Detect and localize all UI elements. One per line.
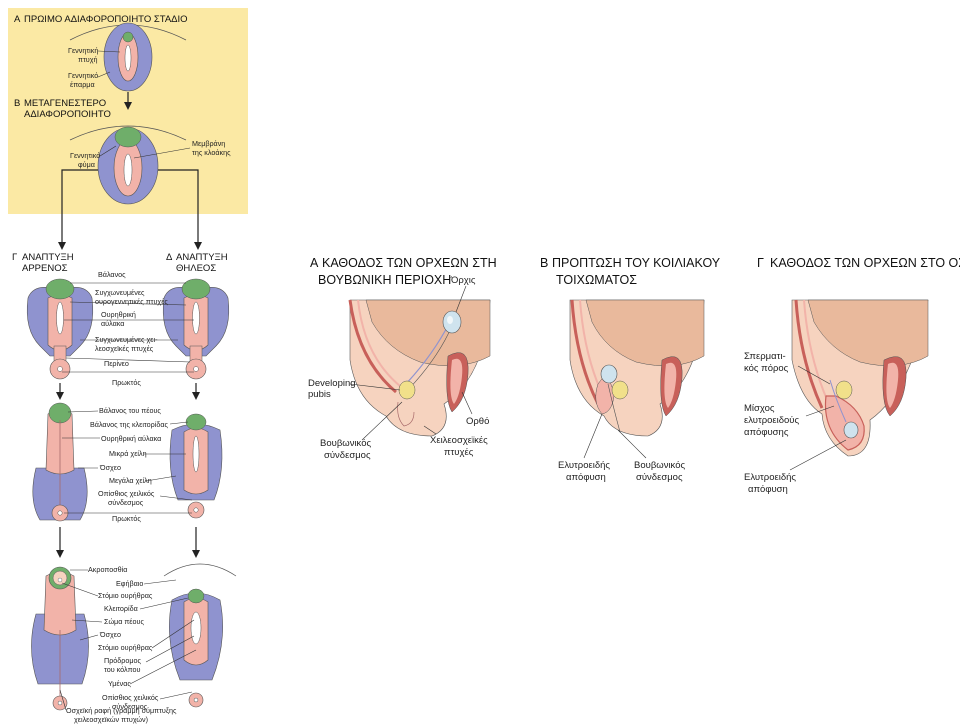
- row3-label-4: Σώμα πέους: [104, 617, 144, 626]
- row3-label-11: σύνδεσμος: [112, 702, 148, 711]
- panel-c-vaginal-label-1: Ελυτροειδής: [744, 472, 796, 483]
- panel-a-labioscrotal-label-1: Χειλεοσχεϊκές: [430, 435, 488, 446]
- row2-label-0: Βάλανος του πέους: [99, 406, 161, 415]
- panel-c-figure: [791, 299, 929, 457]
- row3-labels: Ακροποσθία Εφήβαιο Στόμιο ουρήθρας Κλειτ…: [59, 565, 197, 724]
- row2-label-1: Βάλανος της κλειτορίδας: [90, 420, 169, 429]
- row2-label-7: σύνδεσμος: [108, 498, 144, 507]
- female-heading-letter: Δ: [166, 252, 173, 263]
- row1-label-3: Ουρηθρική: [101, 310, 136, 319]
- stage-a-letter: Α: [14, 14, 21, 25]
- panel-b-title-2: ΤΟΙΧΩΜΑΤΟΣ: [556, 273, 637, 287]
- row1-label-4: αύλακα: [101, 319, 124, 328]
- male-heading-letter: Γ: [12, 252, 17, 263]
- stage-a-figure: [69, 22, 187, 92]
- panel-a-title-1: ΚΑΘΟΔΟΣ ΤΩΝ ΟΡΧΕΩΝ ΣΤΗ: [322, 256, 497, 270]
- female-row3-figure: [163, 563, 237, 708]
- panel-b-vaginal-label-1: Ελυτροειδής: [558, 460, 610, 471]
- tubercle-label-2: φύμα: [78, 160, 95, 169]
- panel-c-stalk-label-2: ελυτροειδούς: [744, 415, 800, 426]
- stage-b-figure: [69, 125, 187, 205]
- panel-a-rectum-label: Ορθό: [466, 416, 489, 427]
- row1-label-5: Συγχωνευμένες χει-: [95, 335, 158, 344]
- row3-label-10: Οπίσθιος χειλικός: [102, 693, 159, 702]
- male-heading-1: ΑΝΑΠΤΥΞΗ: [22, 252, 74, 263]
- row3-label-2: Στόμιο ουρήθρας: [98, 591, 153, 600]
- stage-a-heading: ΠΡΩΙΜΟ ΑΔΙΑΦΟΡΟΠΟΙΗΤΟ ΣΤΑΔΙΟ: [24, 14, 188, 25]
- stage-b-heading-1: ΜΕΤΑΓΕΝΕΣΤΕΡΟ: [24, 98, 106, 109]
- genital-fold-label-2: πτυχή: [78, 55, 98, 64]
- panel-b-title-1: ΠΡΟΠΤΩΣΗ ΤΟΥ ΚΟΙΛΙΑΚΟΥ: [552, 256, 721, 270]
- row3-label-7: Πρόδρομος: [104, 656, 142, 665]
- row2-label-5: Μεγάλα χείλη: [109, 476, 152, 485]
- female-heading-1: ΑΝΑΠΤΥΞΗ: [176, 252, 228, 263]
- row2-label-6: Οπίσθιος χειλικός: [98, 489, 155, 498]
- panel-a-gubernaculum-label-1: Βουβωνικός: [320, 438, 371, 449]
- row2-label-4: Όσχεο: [99, 463, 121, 472]
- row3-label-9: Υμένας: [108, 679, 131, 688]
- panel-a-figure: [348, 299, 491, 437]
- panel-b-vaginal-label-2: απόφυση: [566, 472, 606, 483]
- panel-b-figure: [569, 299, 705, 437]
- female-row1-figure: [162, 278, 230, 380]
- row3-label-5: Όσχεο: [99, 630, 121, 639]
- panel-b-gubernaculum-label-2: σύνδεσμος: [636, 472, 683, 483]
- row1-label-7: Περίνεο: [104, 359, 129, 368]
- panel-c-stalk-label-3: απόφυσης: [744, 427, 789, 438]
- panel-a-title-2: ΒΟΥΒΩΝΙΚΗ ΠΕΡΙΟΧΗ: [318, 273, 451, 287]
- panel-b-gubernaculum-label-1: Βουβωνικός: [634, 460, 685, 471]
- female-heading-2: ΘΗΛΕΟΣ: [176, 263, 216, 274]
- row2-label-2: Ουρηθρική αύλακα: [101, 434, 161, 443]
- stage-b-heading-2: ΑΔΙΑΦΟΡΟΠΟΙΗΤΟ: [24, 109, 111, 120]
- male-row2-figure: [32, 402, 88, 522]
- male-row1-figure: [26, 278, 94, 380]
- panel-a-labioscrotal-label-2: πτυχές: [444, 447, 474, 458]
- row3-label-6: Στόμιο ουρήθρας: [98, 643, 153, 652]
- membrane-label-1: Μεμβράνη: [192, 139, 225, 148]
- row3-label-0: Ακροποσθία: [88, 565, 127, 574]
- male-row3-figure: [31, 566, 89, 711]
- tubercle-label-1: Γεννητικό: [70, 151, 100, 160]
- genital-swelling-label-1: Γεννητικό: [68, 71, 98, 80]
- row3-label-13: χειλεοσχεϊκών πτυχών): [74, 715, 148, 724]
- genital-fold-label-1: Γεννητική: [68, 46, 98, 55]
- membrane-label-2: της κλοάκης: [192, 148, 231, 157]
- row2-label-8: Πρωκτός: [112, 514, 141, 523]
- panel-a-developing-label-1: Developing: [308, 378, 356, 389]
- row1-label-6: λεοσχεϊκές πτυχές: [95, 344, 154, 353]
- row1-label-1: Συγχωνευμένες: [95, 288, 145, 297]
- panel-a-testis-label: Όρχις: [450, 275, 476, 286]
- genital-swelling-label-2: έπαρμα: [70, 80, 95, 89]
- panel-c-letter: Γ: [757, 256, 764, 270]
- row2-label-3: Μικρά χείλη: [109, 449, 147, 458]
- row2-labels: Βάλανος του πέους Βάλανος της κλειτορίδα…: [62, 406, 193, 523]
- female-row2-figure: [169, 413, 223, 519]
- row1-label-8: Πρωκτός: [112, 378, 141, 387]
- panel-c-title: ΚΑΘΟΔΟΣ ΤΩΝ ΟΡΧΕΩΝ ΣΤΟ ΟΣΧΕΟ: [770, 256, 960, 270]
- panel-c-vaginal-label-2: απόφυση: [748, 484, 788, 495]
- row1-labels: Βάλανος Συγχωνευμένες ουρογεννητικές πτυ…: [62, 270, 194, 387]
- row1-label-2: ουρογεννητικές πτυχές: [95, 297, 168, 306]
- panel-a-letter: Α: [310, 256, 319, 270]
- panel-a-developing-label-2: pubis: [308, 389, 331, 400]
- panel-a-gubernaculum-label-2: σύνδεσμος: [324, 450, 371, 461]
- row3-label-12: Οσχεϊκή ραφή (γραμμή σύμπτυξης: [66, 706, 177, 715]
- panel-c-stalk-label-1: Μίσχος: [744, 403, 775, 414]
- row3-label-3: Κλειτορίδα: [104, 604, 138, 613]
- panel-b-letter: Β: [540, 256, 548, 270]
- row1-label-0: Βάλανος: [98, 270, 126, 279]
- male-heading-2: ΑΡΡΕΝΟΣ: [22, 263, 68, 274]
- row3-label-1: Εφήβαιο: [116, 579, 143, 588]
- panel-c-cord-label-1: Σπερματι-: [744, 351, 786, 362]
- panel-c-cord-label-2: κός πόρος: [744, 363, 789, 374]
- stage-b-letter: Β: [14, 98, 20, 109]
- row3-label-8: του κόλπου: [104, 665, 140, 674]
